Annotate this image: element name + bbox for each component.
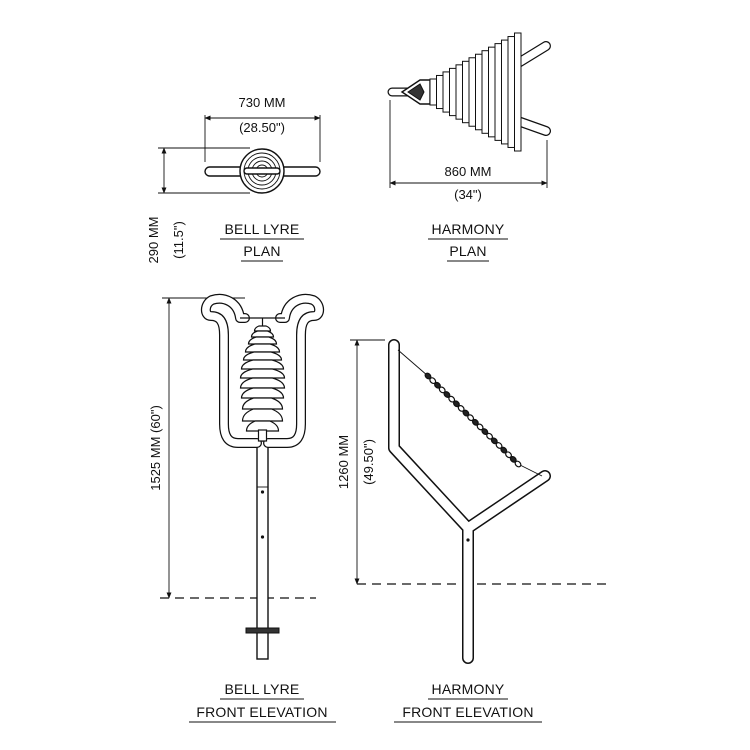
tone-bar (514, 32, 522, 152)
tone-bar (449, 67, 457, 117)
bell-lyre-elevation-caption-2: FRONT ELEVATION (196, 704, 327, 720)
tone-bar (475, 53, 483, 131)
bell-lyre-plan-depth-in: (11.5") (171, 221, 186, 259)
harmony-plan-caption-2: PLAN (449, 243, 486, 259)
bell-lyre-plan-caption-1: BELL LYRE (225, 221, 300, 237)
tone-bar (468, 57, 476, 127)
bell (240, 387, 285, 399)
lyre-frame-right (264, 295, 323, 447)
tone-bar (462, 60, 470, 124)
tone-bar (429, 78, 437, 106)
harmony-elevation: 1260 MM (49.50") HARMONY FRONT ELEVATION (336, 339, 606, 723)
tone-bar (481, 50, 489, 134)
bell-base (257, 429, 268, 442)
post-bolt (260, 535, 265, 539)
bell (250, 330, 275, 338)
bell (239, 368, 286, 379)
bell (244, 343, 281, 353)
harmony-plan: 860 MM (34") HARMONY PLAN (387, 32, 551, 262)
tone-bar (455, 64, 463, 120)
chain-links (424, 372, 522, 468)
bells-stack (239, 325, 286, 442)
chain-link (514, 460, 522, 468)
harmony-elevation-caption-2: FRONT ELEVATION (402, 704, 533, 720)
bell (242, 351, 283, 361)
bell (245, 420, 280, 432)
bell-lyre-plan-width-mm: 730 MM (239, 95, 286, 110)
tone-bar (494, 43, 502, 141)
tone-bar (501, 39, 509, 145)
tone-bars (429, 32, 522, 152)
harmony-frame (389, 340, 473, 663)
bell-lyre-plan-depth-mm: 290 MM (146, 217, 161, 264)
harmony-plan-width-mm: 860 MM (445, 164, 492, 179)
harmony-height-in: (49.50") (361, 439, 376, 485)
bell (241, 397, 284, 410)
footing-plate (245, 627, 280, 634)
harmony-elevation-caption-1: HARMONY (432, 681, 505, 697)
bell (240, 359, 285, 370)
lyre-post (256, 440, 269, 660)
cable (517, 463, 543, 477)
tone-bar (488, 46, 496, 138)
bell-lyre-plan-width-in: (28.50") (239, 120, 285, 135)
lyre-frame-left (202, 295, 261, 447)
tone-bar (436, 74, 444, 110)
cable (397, 349, 429, 377)
post-bolt (260, 490, 265, 494)
bell-lyre-plan: 730 MM (28.50") 290 MM (11.5") BELL LYRE… (146, 95, 321, 264)
bracket-detail (407, 83, 425, 101)
bell (253, 325, 272, 332)
tone-bar (442, 71, 450, 113)
bell-lyre-elevation-caption-1: BELL LYRE (225, 681, 300, 697)
harmony-plan-width-in: (34") (454, 187, 482, 202)
harmony-height-mm: 1260 MM (336, 435, 351, 489)
harmony-arm (463, 471, 550, 533)
tone-bar (507, 36, 515, 148)
bell (247, 336, 278, 345)
frame-bolt (466, 538, 470, 542)
bell (239, 377, 286, 389)
bell-axle (243, 167, 281, 175)
bell (241, 408, 284, 422)
harmony-plan-caption-1: HARMONY (432, 221, 505, 237)
bell-lyre-elevation: 1525 MM (60") BELL LYRE FRONT ELEVATION (148, 293, 336, 723)
bell-lyre-height: 1525 MM (60") (148, 405, 163, 491)
bell-lyre-plan-caption-2: PLAN (243, 243, 280, 259)
harmony-frame-outline (388, 339, 474, 664)
